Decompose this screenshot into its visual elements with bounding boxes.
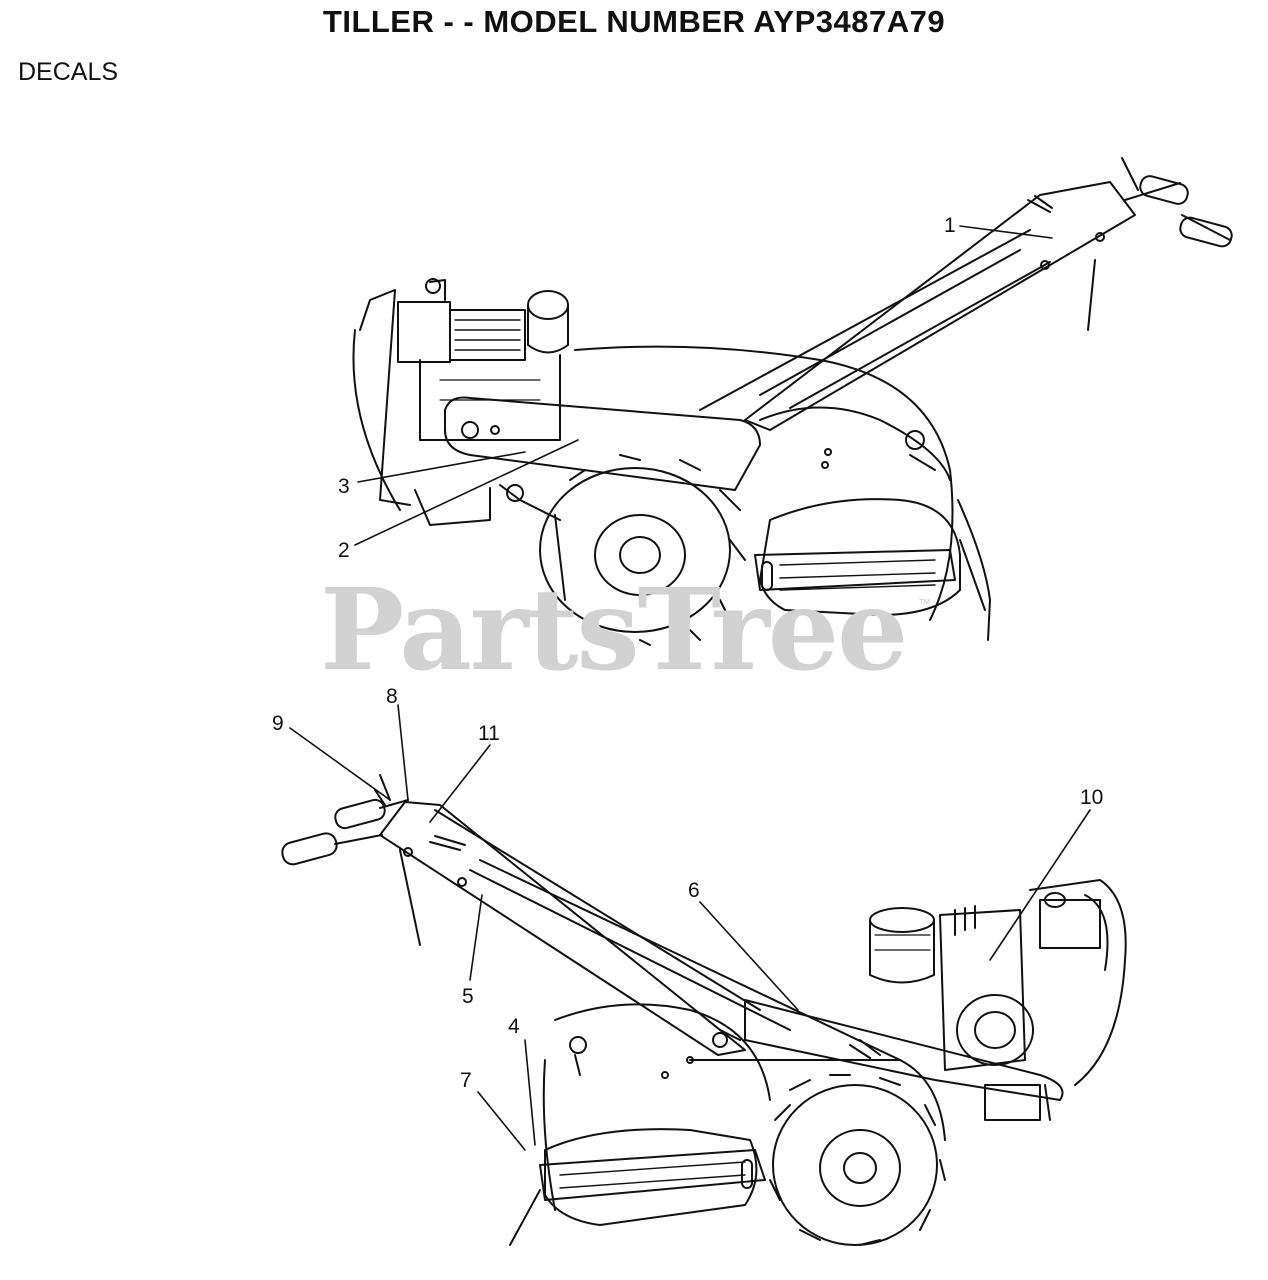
callout-10: 10 <box>1080 786 1104 809</box>
leader-5 <box>469 894 483 981</box>
tiller-top-view <box>352 157 1233 646</box>
callout-6: 6 <box>688 879 700 902</box>
section-heading: DECALS <box>18 58 119 86</box>
leader-4 <box>524 1039 536 1146</box>
callout-9: 9 <box>272 712 284 735</box>
callout-5: 5 <box>462 985 474 1008</box>
leader-2 <box>354 439 579 546</box>
leader-11 <box>429 744 491 823</box>
tiller-bottom-view <box>281 774 1127 1246</box>
leader-lines-bottom <box>289 704 1091 1151</box>
callout-11: 11 <box>478 722 500 745</box>
leader-lines-top <box>354 225 1053 546</box>
page-title: TILLER - - MODEL NUMBER AYP3487A79 <box>322 4 946 39</box>
leader-10 <box>989 809 1091 961</box>
leader-7 <box>477 1091 526 1151</box>
callout-1: 1 <box>944 214 956 237</box>
leader-8 <box>397 704 409 801</box>
callout-7: 7 <box>460 1069 472 1092</box>
callout-3: 3 <box>338 475 350 498</box>
callout-4: 4 <box>508 1015 520 1038</box>
callout-2: 2 <box>338 539 350 562</box>
watermark-text: PartsTree <box>320 565 908 696</box>
leader-3 <box>357 451 526 483</box>
leader-6 <box>699 901 799 1011</box>
watermark-trademark: ™ <box>918 596 931 611</box>
leader-1 <box>959 225 1053 239</box>
callout-8: 8 <box>386 685 398 708</box>
leader-9 <box>289 727 391 801</box>
